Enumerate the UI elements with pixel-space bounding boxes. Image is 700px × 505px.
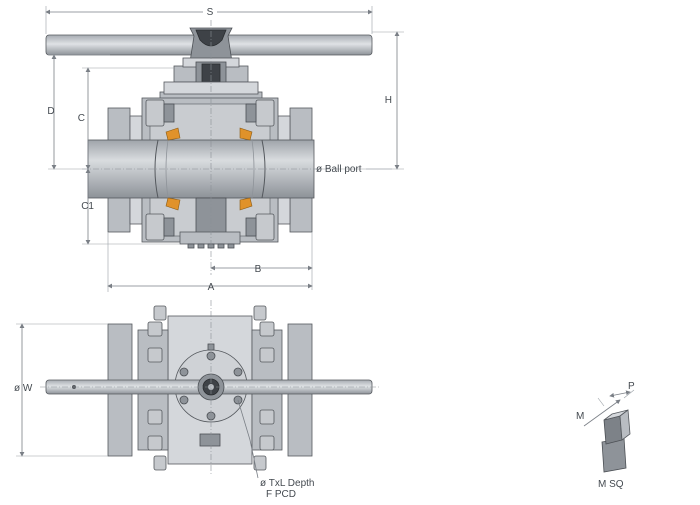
stem-detail: P M M SQ (576, 381, 635, 490)
dim-label-b: B (255, 264, 262, 275)
ball-port-callout: ø Ball port (316, 164, 392, 175)
nameplate (199, 433, 221, 447)
plan-view (40, 300, 380, 475)
dimension-c: C (78, 67, 174, 170)
txl-depth-label: ø TxL Depth (260, 478, 314, 489)
dimension-d: D (47, 54, 110, 170)
seat-rings (165, 127, 253, 211)
f-pcd-label: F PCD (266, 489, 296, 500)
ball (154, 139, 266, 199)
txl-depth-callout: ø TxL Depth F PCD (237, 399, 314, 500)
dim-label-w: ø W (14, 383, 33, 394)
ball-port-label: ø Ball port (316, 164, 362, 175)
dim-label-d: D (47, 106, 54, 117)
dim-label-a: A (208, 282, 215, 293)
body-bolts-top (145, 99, 275, 127)
msq-label: M SQ (598, 479, 624, 490)
section-view (45, 20, 373, 275)
dim-label-m: M (576, 411, 584, 422)
plan-bolts-left (147, 305, 167, 471)
plan-bolts-right (253, 305, 275, 471)
dim-label-c: C (78, 113, 85, 124)
lever-handle (45, 27, 373, 63)
dimension-s: S (45, 5, 373, 34)
dim-label-c1: C1 (81, 201, 94, 212)
dim-label-h: H (385, 95, 392, 106)
dimension-c1: C1 (81, 168, 180, 245)
dimension-w: ø W (14, 323, 108, 457)
dimension-b: B (210, 232, 313, 290)
dimension-a: A (107, 232, 313, 293)
dim-label-s: S (207, 7, 214, 18)
body-bolts-bottom (145, 213, 275, 241)
dim-label-p: P (628, 381, 635, 392)
